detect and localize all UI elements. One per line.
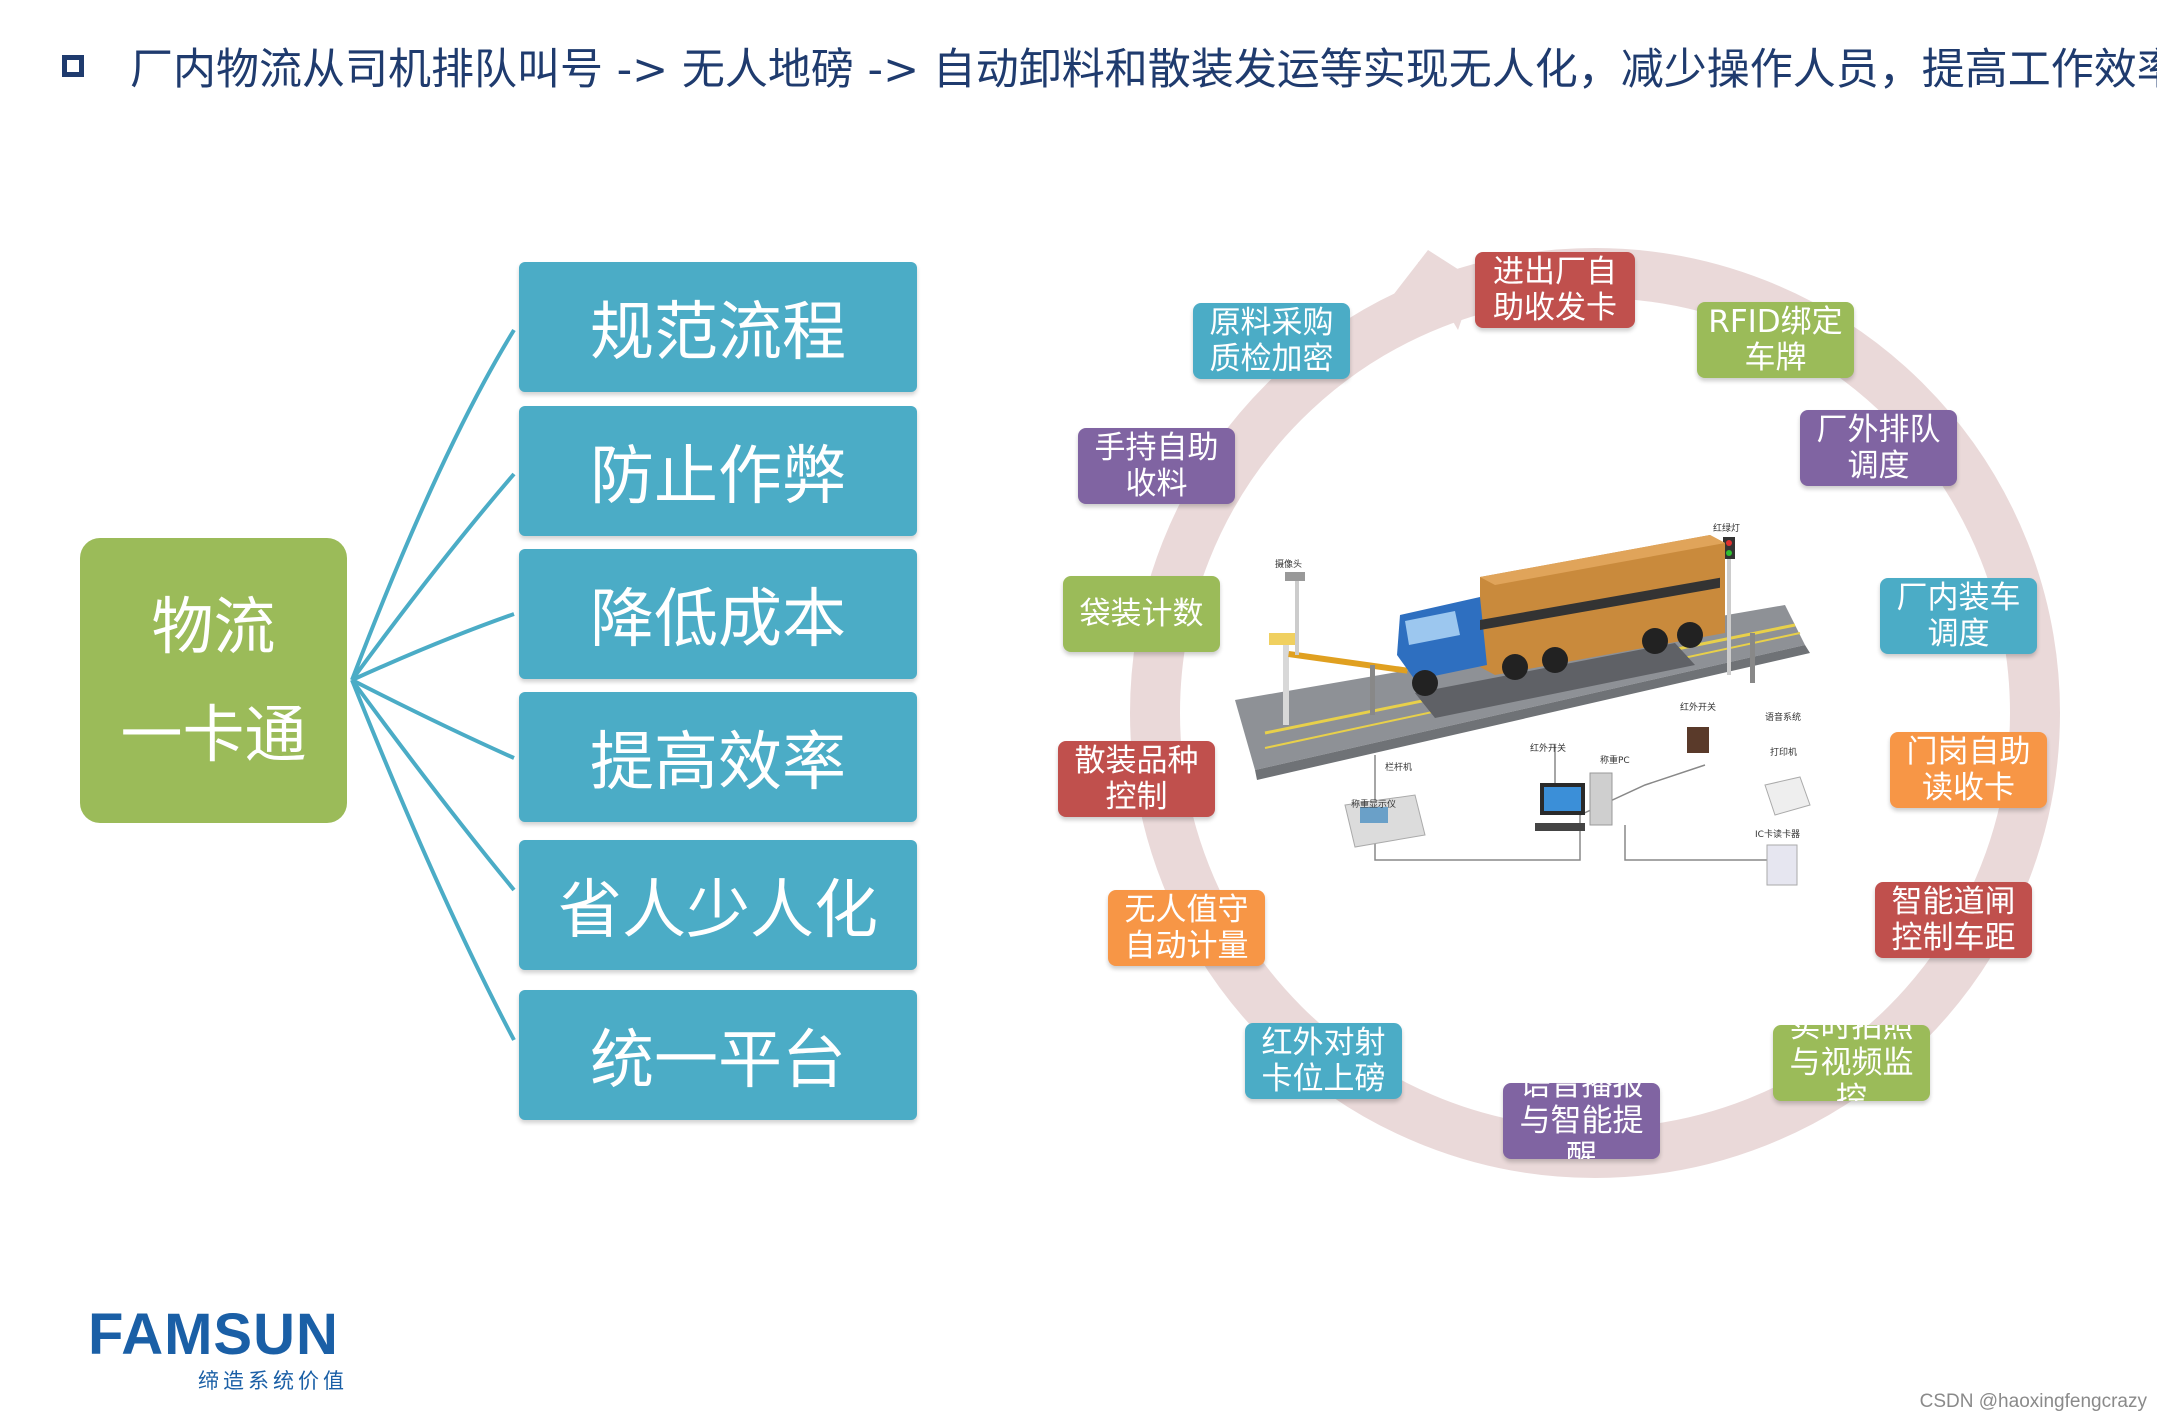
root-label-line1: 物流 <box>151 589 276 663</box>
connector-3 <box>351 612 515 682</box>
cycle-node-video-monitor: 实时拍照 与视频监 控 <box>1773 1025 1930 1101</box>
branch-standardize-process: 规范流程 <box>519 262 917 392</box>
mindmap-root: 物流 一卡通 <box>80 538 347 823</box>
cycle-node-infrared: 红外对射 卡位上磅 <box>1245 1023 1402 1099</box>
connector-4 <box>351 678 515 760</box>
branch-reduce-staff: 省人少人化 <box>519 840 917 970</box>
label-ir-switch-1: 红外开关 <box>1680 701 1716 713</box>
barrier-arm <box>1288 651 1408 674</box>
weighbridge-platform <box>1415 643 1695 718</box>
page-title: 厂内物流从司机排队叫号 -> 无人地磅 -> 自动卸料和散装发运等实现无人化，减… <box>130 45 2157 95</box>
branch-prevent-fraud: 防止作弊 <box>519 406 917 536</box>
cycle-node-barrier-gate: 智能道闸 控制车距 <box>1875 882 2032 958</box>
traffic-light-icon <box>1723 537 1735 559</box>
connector-1 <box>350 328 516 681</box>
connector-5 <box>350 678 516 892</box>
square-bullet-icon <box>62 55 84 77</box>
connector-6 <box>350 679 516 1041</box>
famsun-logo: FAMSUN 缔造系统价值 <box>88 1305 348 1395</box>
label-barrier: 栏杆机 <box>1385 761 1412 773</box>
branch-unified-platform: 统一平台 <box>519 990 917 1120</box>
cycle-node-voice-broadcast: 语音播报 与智能提 醒 <box>1503 1083 1660 1159</box>
voice-system-icon <box>1687 727 1709 753</box>
root-label-line2: 一卡通 <box>120 697 307 771</box>
cycle-node-rfid-plate: RFID绑定 车牌 <box>1697 302 1854 378</box>
camera-icon <box>1285 572 1305 581</box>
label-camera: 摄像头 <box>1275 558 1302 570</box>
card-reader-icon <box>1766 844 1798 886</box>
label-display: 称重显示仪 <box>1351 798 1396 810</box>
label-card-reader: IC卡读卡器 <box>1755 828 1800 840</box>
label-voice: 语音系统 <box>1765 711 1801 723</box>
header: 厂内物流从司机排队叫号 -> 无人地磅 -> 自动卸料和散装发运等实现无人化，减… <box>62 36 2157 96</box>
cycle-node-gate-card: 门岗自助 读收卡 <box>1890 732 2047 808</box>
weighbridge-illustration: 摄像头 红绿灯 红外开关 红外开关 栏杆机 语音系统 称重PC 打印机 称重显示… <box>1235 522 1811 886</box>
cycle-node-external-queue: 厂外排队 调度 <box>1800 410 1957 486</box>
cycle-node-handheld-receiving: 手持自助 收料 <box>1078 428 1235 504</box>
cycle-node-bulk-control: 散装品种 控制 <box>1058 741 1215 817</box>
label-pc: 称重PC <box>1600 754 1630 766</box>
cycle-node-bag-count: 袋装计数 <box>1063 576 1220 652</box>
label-printer: 打印机 <box>1770 746 1797 758</box>
label-ir-switch-2: 红外开关 <box>1530 742 1566 754</box>
cycle-node-unmanned-weighing: 无人值守 自动计量 <box>1108 890 1265 966</box>
branch-reduce-cost: 降低成本 <box>519 549 917 679</box>
printer-icon <box>1764 776 1811 816</box>
connector-2 <box>350 472 516 682</box>
cycle-node-self-service-card: 进出厂自 助收发卡 <box>1475 252 1635 328</box>
watermark: CSDN @haoxingfengcrazy <box>1919 1391 2147 1412</box>
logo-brand: FAMSUN <box>88 1302 339 1367</box>
logo-slogan: 缔造系统价值 <box>198 1369 348 1393</box>
label-traffic-light: 红绿灯 <box>1713 522 1740 534</box>
cycle-node-internal-loading: 厂内装车 调度 <box>1880 578 2037 654</box>
branch-improve-efficiency: 提高效率 <box>519 692 917 822</box>
cycle-node-qc-encryption: 原料采购 质检加密 <box>1193 303 1350 379</box>
